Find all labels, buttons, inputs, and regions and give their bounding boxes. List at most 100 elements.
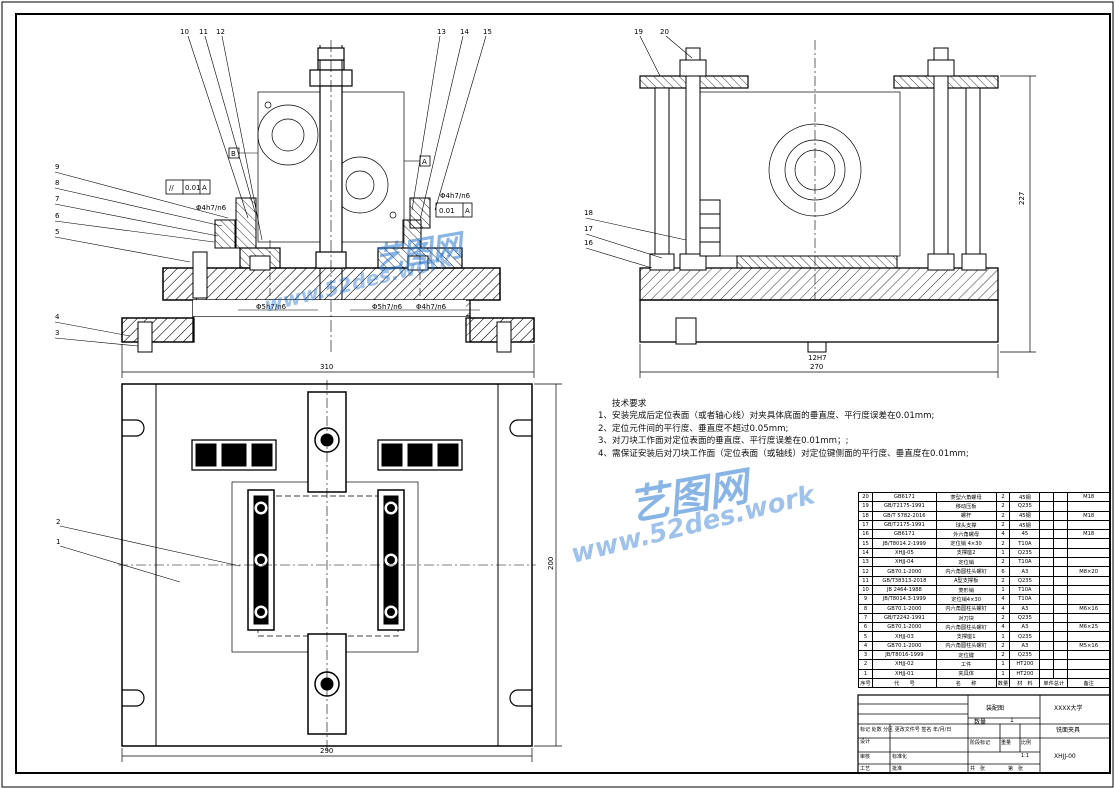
- bom-cell-weight-total: [1053, 538, 1069, 549]
- dim-270: 270: [810, 363, 823, 371]
- bom-cell-weight-total: [1053, 491, 1069, 503]
- bom-cell-weight: [1039, 603, 1055, 614]
- bom-cell-name: 外六角螺母: [935, 529, 997, 540]
- dim-290: 290: [320, 747, 333, 755]
- bom-cell-name: A型支撑板: [935, 575, 997, 586]
- requirement-item: 2、定位元件间的平行度、垂直度不超过0.05mm;: [598, 423, 789, 434]
- bom-cell-qty: 2: [995, 501, 1011, 512]
- datum-a: A: [422, 158, 427, 166]
- bom-cell-qty: 4: [995, 622, 1011, 633]
- fit-label-2: Φ4h7/n6: [440, 192, 471, 200]
- bom-cell-weight-total: [1053, 529, 1069, 540]
- bom-cell-weight: [1039, 510, 1055, 521]
- balloon-15: 15: [483, 28, 492, 36]
- requirement-item: 3、对刀块工作面对定位表面的垂直度、平行度误差在0.01mm；;: [598, 436, 849, 447]
- tb-scale-label: 比例: [1021, 740, 1032, 746]
- bom-cell-mat: A3: [1009, 640, 1041, 652]
- bom-cell-qty: 2: [995, 650, 1011, 661]
- bom-cell-mat: 45钢: [1009, 510, 1041, 521]
- bom-cell-code: GB/T2175-1991: [871, 519, 937, 531]
- bom-cell-no: 5: [858, 631, 873, 642]
- bom-header-name: 名 称: [935, 677, 997, 689]
- bom-cell-no: 11: [858, 575, 873, 586]
- bom-cell-name: 工件: [935, 659, 997, 670]
- bom-cell-no: 6: [858, 622, 873, 633]
- bom-cell-name: 内六角圆柱头螺钉: [935, 640, 997, 652]
- bom-cell-weight-total: [1053, 640, 1069, 652]
- bom-cell-note: M18: [1067, 491, 1110, 503]
- balloon-20: 20: [660, 28, 669, 36]
- bom-cell-weight-total: [1053, 622, 1069, 633]
- tb-qty-value: 1: [1010, 717, 1014, 724]
- bom-cell-code: GB6171: [871, 529, 937, 540]
- bom-cell-mat: Q235: [1009, 575, 1041, 586]
- bom-cell-weight: [1039, 622, 1055, 633]
- tb-stage: 阶段标记: [970, 740, 991, 746]
- bom-cell-name: 内六角圆柱头螺钉: [935, 622, 997, 633]
- bom-cell-code: GB/T2175-1991: [871, 501, 937, 512]
- bom-cell-qty: 1: [995, 659, 1011, 670]
- bom-cell-weight: [1039, 575, 1055, 586]
- bom-cell-no: 1: [858, 668, 873, 679]
- bom-cell-weight: [1039, 650, 1055, 661]
- bom-cell-weight-total: [1053, 594, 1069, 605]
- balloon-13: 13: [437, 28, 446, 36]
- bom-header-note: 备注: [1067, 677, 1110, 689]
- bom-cell-mat: Q235: [1009, 631, 1041, 642]
- balloon-4: 4: [55, 313, 60, 321]
- tb-drawing: 装配图: [986, 705, 1005, 712]
- tb-check: 审核: [860, 754, 871, 760]
- bom-cell-note: M18: [1067, 529, 1110, 540]
- balloon-18: 18: [584, 209, 593, 217]
- bom-cell-weight: [1039, 594, 1055, 605]
- bom-cell-mat: Q235: [1009, 612, 1041, 624]
- bom-cell-qty: 2: [995, 510, 1011, 521]
- bom-cell-code: JB/T8016-1999: [871, 650, 937, 661]
- bom-cell-weight-total: [1053, 566, 1069, 577]
- bom-cell-no: 8: [858, 603, 873, 614]
- bom-cell-note: [1067, 668, 1110, 679]
- bom-cell-code: XHJJ-01: [871, 668, 937, 679]
- bom-cell-mat: HT200: [1009, 668, 1041, 679]
- bom-cell-code: XHJJ-02: [871, 659, 937, 670]
- bom-cell-note: [1067, 659, 1110, 670]
- tb-sheet-1: 共 张: [970, 766, 986, 772]
- bom-cell-weight-total: [1053, 557, 1069, 568]
- tb-qty-label: 数量: [974, 719, 987, 726]
- balloon-17: 17: [584, 225, 593, 233]
- bom-cell-mat: Q235: [1009, 547, 1041, 559]
- bom-cell-note: [1067, 631, 1110, 642]
- balloon-19: 19: [634, 28, 643, 36]
- bom-cell-name: 内六角圆柱头螺钉: [935, 603, 997, 614]
- tb-drawing-no: XHJJ-00: [1054, 753, 1076, 760]
- technical-requirements: 技术要求 1、安装完成后定位表面（或者轴心线）对夹具体底面的垂直度、平行度误差在…: [598, 398, 1018, 460]
- bom-cell-qty: 2: [995, 491, 1011, 503]
- bom-cell-name: 球头支撑: [935, 519, 997, 531]
- bom-cell-note: M6×25: [1067, 622, 1110, 633]
- title-block: 装配图 XXXX大学 铣面夹具 数量 1 阶段标记 重量 比例 1:1 XHJJ…: [858, 695, 1110, 773]
- bom-cell-weight-total: [1053, 519, 1069, 531]
- bom-cell-weight: [1039, 668, 1055, 679]
- bom-cell-code: JB/T8014.3-1999: [871, 594, 937, 605]
- balloon-1: 1: [56, 538, 60, 546]
- front-view: [54, 35, 535, 378]
- bom-cell-mat: 45: [1009, 529, 1041, 540]
- bom-cell-no: 20: [858, 491, 873, 503]
- balloon-6: 6: [55, 212, 60, 220]
- requirements-title: 技术要求: [612, 399, 647, 409]
- fit-label-1: Φ4h7/n6: [196, 204, 227, 212]
- bom-cell-name: 定位销4×30: [935, 594, 997, 605]
- bom-cell-no: 17: [858, 519, 873, 531]
- bom-cell-code: JB/T8014.2-1999: [871, 538, 937, 549]
